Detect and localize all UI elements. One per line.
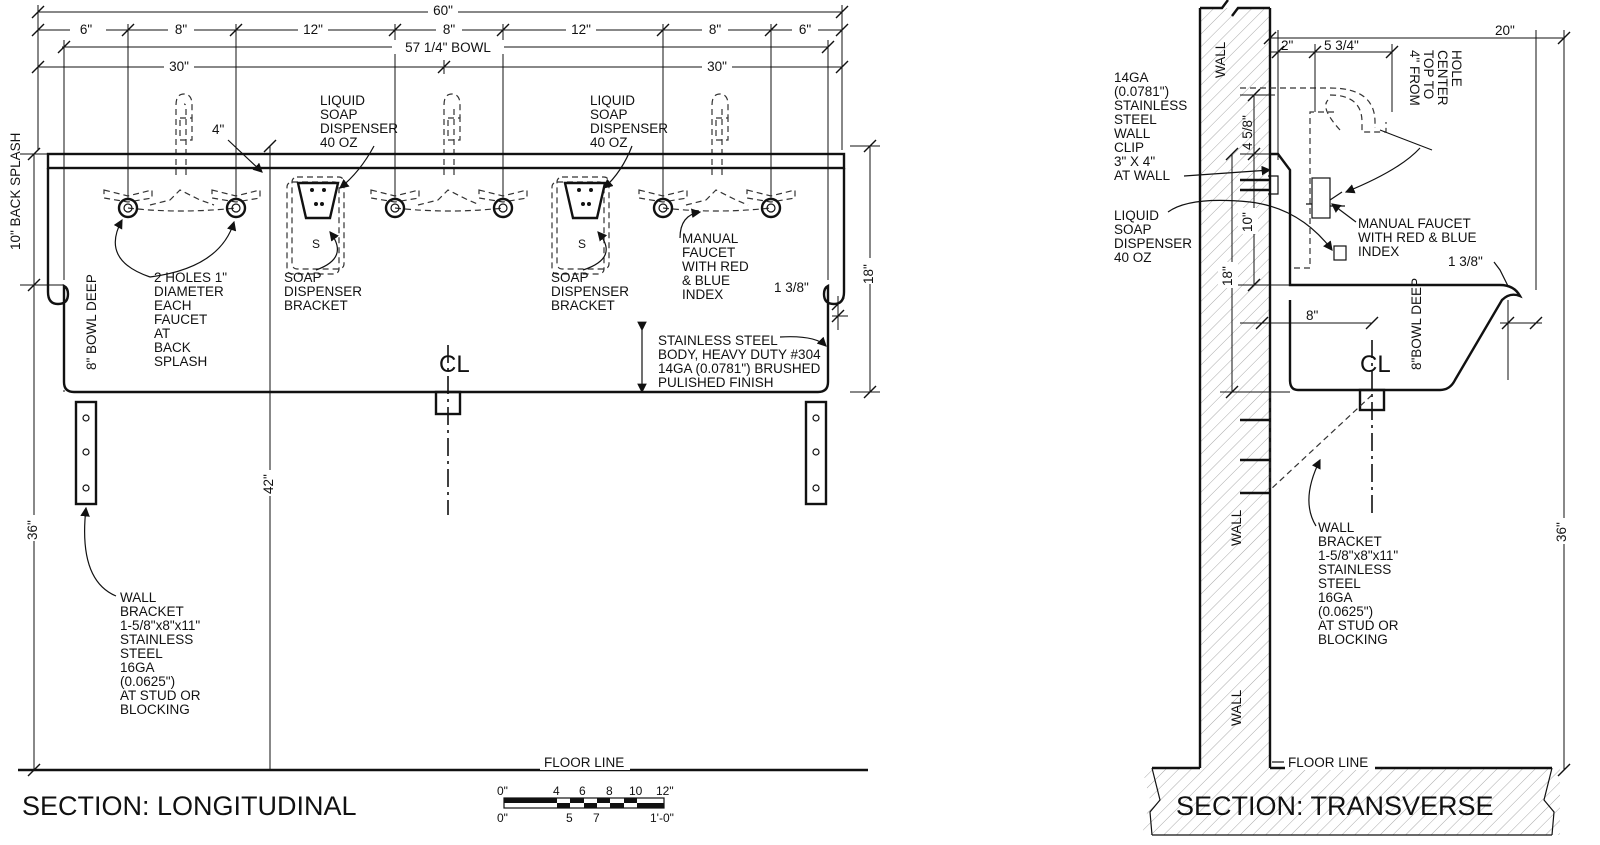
dim-four-five: 4 5/8" <box>1240 115 1255 150</box>
dim-seg7: 6" <box>799 22 812 37</box>
scale-label: 4 <box>553 784 560 798</box>
floor-line-label-trans: FLOOR LINE <box>1288 755 1368 770</box>
annotations-trans: 14GA (0.0781") STAINLESS STEEL WALL CLIP… <box>1114 70 1480 647</box>
center-drain: CL <box>434 345 470 515</box>
soap-dispenser-left: S <box>286 176 345 275</box>
note-faucet-trans: MANUAL FAUCET WITH RED & BLUE INDEX <box>1358 216 1480 259</box>
dim-rim-long: 1 3/8" <box>774 280 809 295</box>
floor-line-long: FLOOR LINE <box>18 755 868 772</box>
wall-label-top: WALL <box>1213 41 1228 78</box>
scale-label: 6 <box>579 784 586 798</box>
dim-bowl-deep-trans: 8"BOWL DEEP <box>1409 278 1424 370</box>
dim-ten: 10" <box>1240 212 1255 232</box>
top-dimension-lines: 60" 6" 8" 12" 8" 12" 8" 6" 57 1/4" BOWL … <box>31 3 849 280</box>
dim-height-36: 36" <box>25 520 40 540</box>
dim-seg3: 12" <box>303 22 323 37</box>
scale-label: 10 <box>629 784 643 798</box>
note-soap-left: LIQUID SOAP DISPENSER 40 OZ <box>320 93 402 150</box>
floor-line-label-long: FLOOR LINE <box>544 755 624 770</box>
scale-label: 12" <box>656 784 674 798</box>
soap-bracket-icon: S <box>312 237 320 251</box>
scale-label: 5 <box>566 811 573 825</box>
note-bracket-right: SOAP DISPENSER BRACKET <box>551 270 633 313</box>
note-bracket-left: SOAP DISPENSER BRACKET <box>284 270 366 313</box>
dimensions-trans: 20" 2" 5 3/4" 4 5/8" 10" 18" 8" 1 3/8" 8… <box>1218 23 1572 777</box>
dim-bowl-deep: 8" BOWL DEEP <box>84 274 99 370</box>
faucet-hole-icon <box>117 197 139 219</box>
dim-height-18: 18" <box>861 264 876 284</box>
annotations-long: LIQUID SOAP DISPENSER 40 OZ LIQUID SOAP … <box>80 93 827 717</box>
centerline-icon-trans: CL <box>1360 351 1391 378</box>
faucet-hole-icon <box>760 197 782 219</box>
note-top-center: 4" FROM TOP TO CENTER HOLE <box>1407 50 1464 110</box>
note-wall-bracket-trans: WALL BRACKET 1-5/8"x8"x11" STAINLESS STE… <box>1318 520 1402 647</box>
gooseneck-spouts <box>175 93 729 175</box>
note-wall-bracket-long: WALL BRACKET 1-5/8"x8"x11" STAINLESS STE… <box>120 590 204 717</box>
dim-seg1: 6" <box>80 22 93 37</box>
faucet-sets <box>103 189 796 219</box>
faucet-set-2 <box>370 189 528 219</box>
note-holes: 2 HOLES 1" DIAMETER EACH FAUCET AT BACK … <box>154 270 231 369</box>
centerline-icon: CL <box>439 351 470 378</box>
dim-rim-trans: 1 3/8" <box>1448 254 1483 269</box>
dim-overall: 60" <box>433 3 453 18</box>
title-longitudinal: SECTION: LONGITUDINAL <box>22 791 357 821</box>
note-faucet: MANUAL FAUCET WITH RED & BLUE INDEX <box>682 231 753 302</box>
dim-bowl: 57 1/4" BOWL <box>405 40 491 55</box>
faucet-hole-icon <box>652 197 674 219</box>
soap-bracket-icon: S <box>578 237 586 251</box>
note-soap-right: LIQUID SOAP DISPENSER 40 OZ <box>590 93 672 150</box>
scale-label: 1'-0" <box>650 811 674 825</box>
dim-seg5: 12" <box>571 22 591 37</box>
scale-label: 0" <box>497 811 508 825</box>
note-wall-clip: 14GA (0.0781") STAINLESS STEEL WALL CLIP… <box>1114 70 1191 183</box>
dim-depth: 20" <box>1495 23 1515 38</box>
wall-label-mid: WALL <box>1229 509 1244 546</box>
dim-two: 2" <box>1281 38 1294 53</box>
faucet-hole-icon <box>225 197 247 219</box>
wall-label-bottom: WALL <box>1229 689 1244 726</box>
faucet-hole-icon <box>384 197 406 219</box>
dim-seg6: 8" <box>709 22 722 37</box>
faucet-set-1 <box>103 189 261 219</box>
dim-height-36-trans: 36" <box>1554 522 1569 542</box>
dim-splash-top: 4" <box>212 122 225 137</box>
dim-half-left: 30" <box>169 59 189 74</box>
transverse-section: WALL WALL WALL FLOOR LINE CL <box>1114 0 1572 836</box>
dim-seg2: 8" <box>175 22 188 37</box>
faucet-hole-icon <box>492 197 514 219</box>
scale-label: 0" <box>497 784 508 798</box>
wall-structure: WALL WALL WALL FLOOR LINE <box>1142 0 1560 836</box>
note-body: STAINLESS STEEL BODY, HEAVY DUTY #304 14… <box>658 333 824 390</box>
scale-label: 8 <box>606 784 613 798</box>
dim-height-42: 42" <box>261 474 276 494</box>
dim-eighteen: 18" <box>1220 266 1235 286</box>
scale-label: 7 <box>593 811 600 825</box>
faucet-set-3 <box>638 189 796 219</box>
dim-five: 5 3/4" <box>1324 38 1359 53</box>
vertical-dimensions-long: 10" BACK SPLASH 8" BOWL DEEP 36" 42" 18"… <box>8 122 880 777</box>
graphic-scale: 0" 4 6 8 10 12" 0" 5 7 1'-0" <box>497 784 674 825</box>
dim-seg4: 8" <box>443 22 456 37</box>
dim-eight: 8" <box>1306 308 1319 323</box>
title-transverse: SECTION: TRANSVERSE <box>1176 791 1494 821</box>
dim-half-right: 30" <box>707 59 727 74</box>
sink-profile: CL <box>1240 87 1523 515</box>
note-soap-trans: LIQUID SOAP DISPENSER 40 OZ <box>1114 208 1196 265</box>
wall-brackets-long <box>74 400 828 506</box>
dim-back-splash: 10" BACK SPLASH <box>8 133 23 250</box>
longitudinal-section: 60" 6" 8" 12" 8" 12" 8" 6" 57 1/4" BOWL … <box>8 3 880 825</box>
soap-dispenser-right: S <box>551 176 610 275</box>
